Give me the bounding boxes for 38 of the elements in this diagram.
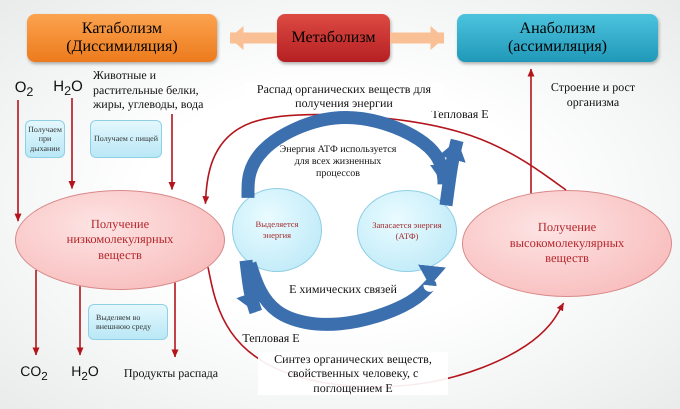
arrow [172,282,178,358]
node-text: Получаем при дыхании [28,125,62,153]
edge-label: Синтез органических веществ, свойственных человеку, с поглощением Е [258,352,448,396]
text-label: Животные и растительные белки, жиры, углеводы, вода [93,66,217,114]
node-text: Выделяется энергия [254,218,300,242]
arrow [168,114,176,190]
process-box [457,14,658,62]
node-text: Получаем с пищей [94,134,158,144]
node-text: Получение низкомолекулярных веществ [66,216,174,264]
curved-arrow [236,260,263,316]
arrow [528,68,534,194]
formula-label: O$_{2}$ [12,78,36,100]
arrow [76,286,84,356]
node-text: Выделяем во внешнюю среду [96,312,152,332]
formula-label: CO$_{2}$ [14,362,54,384]
node-text: Запасается энергия (АТФ) [372,220,442,242]
node-text: Получение высокомолекулярных веществ [508,220,626,267]
text-label: Тепловая Е [236,330,306,346]
note-box [88,304,168,340]
text-label: Строение и рост организма [550,80,636,110]
edge-label: Е химических связей [288,282,398,296]
block-arrow [230,26,277,50]
formula-label: H$_{2}$O [64,362,106,384]
text-label: Продукты распада [112,364,230,382]
node-text: Катаболизм (Диссимиляция) [65,20,179,56]
node-text: Анаболизм (ассимиляция) [506,20,608,56]
process-box [277,14,390,62]
note-box [25,120,65,158]
arrow [32,270,40,356]
process-box [27,14,217,62]
curved-arrow [438,137,466,206]
arrow [68,98,76,190]
arrow [14,100,22,222]
block-arrow [390,26,444,50]
note-box [90,120,162,158]
node-text: Метаболизм [291,28,376,48]
edge-label: Энергия АТФ используется для всех жизненных процессов [278,144,398,180]
formula-label: H$_{2}$O [48,78,88,98]
